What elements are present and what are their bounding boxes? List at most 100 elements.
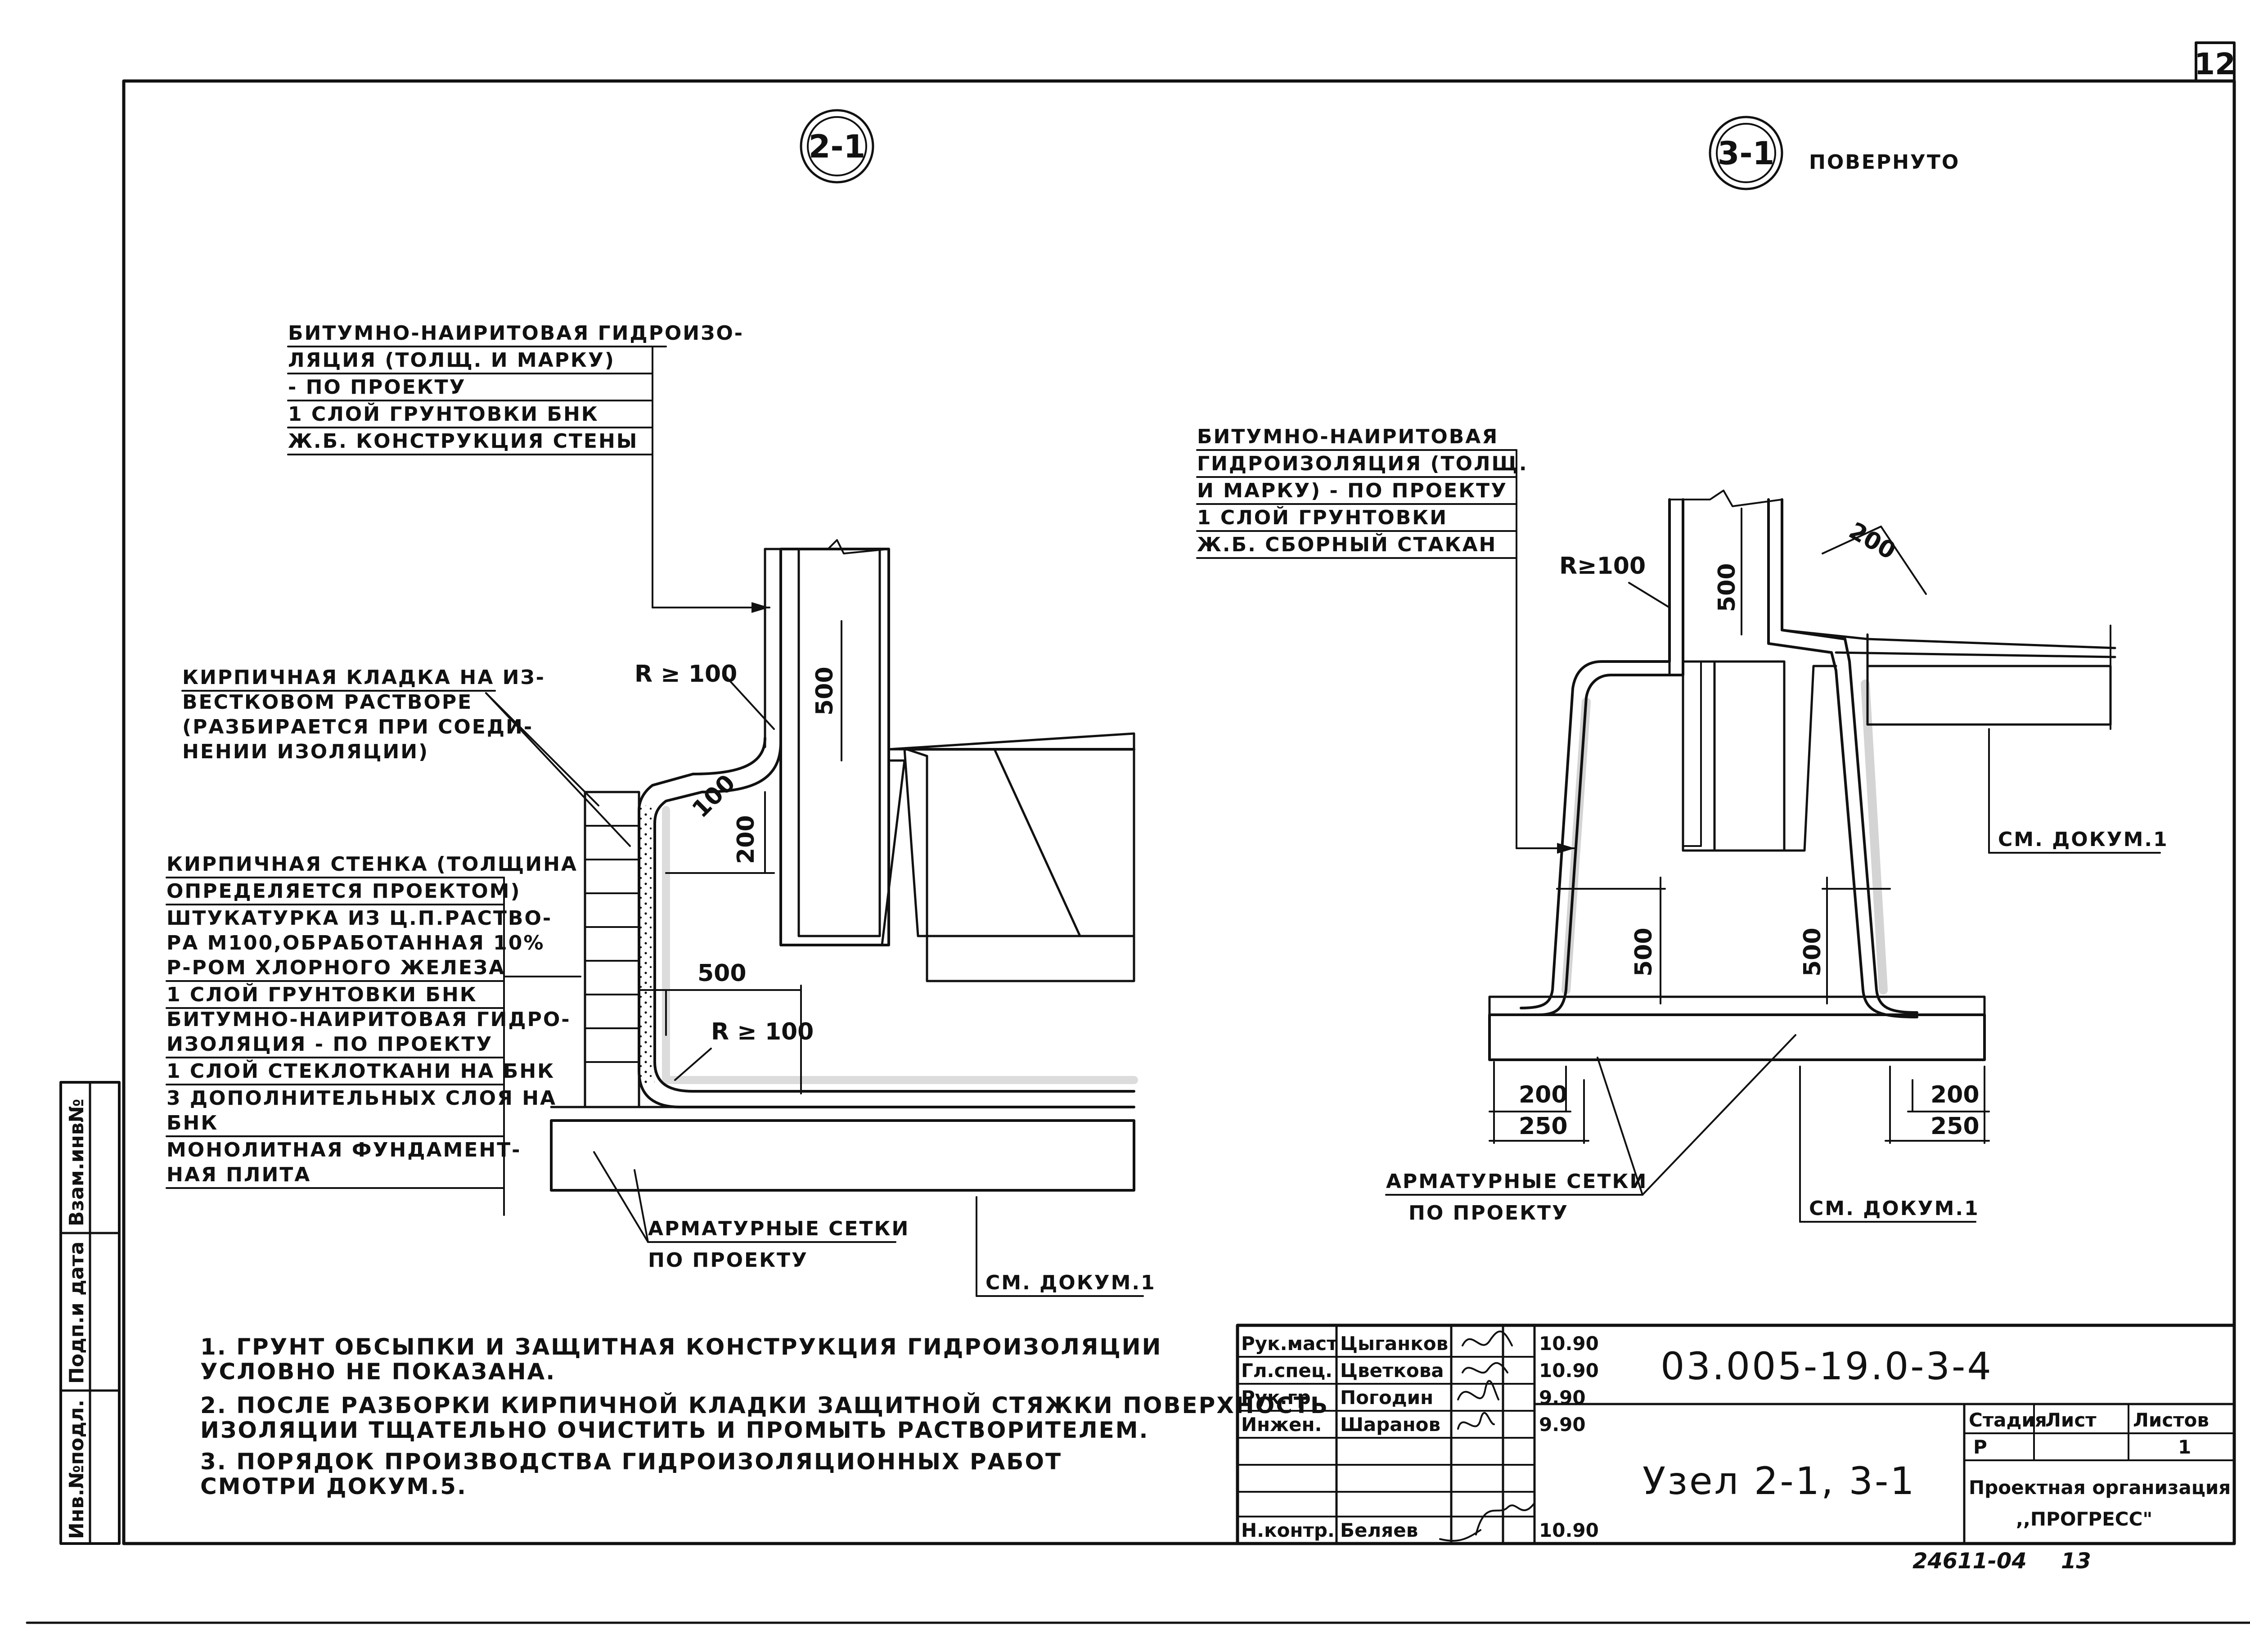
callout-brick-2-1: КИРПИЧНАЯ КЛАДКА НА ИЗ- ВЕСТКОВОМ РАСТВО… [181,666,631,847]
stage-value-stage: Р [1973,1436,1987,1458]
svg-text:Цыганков: Цыганков [1340,1332,1448,1355]
svg-text:R≥100: R≥100 [1559,553,1646,580]
floor-slab-3-1 [1781,625,2116,730]
stage-header-stage: Стадия [1969,1409,2047,1431]
callout-mesh-2-1: АРМАТУРНЫЕ СЕТКИ ПО ПРОЕКТУ [593,1151,909,1272]
signature-row-3: Инжен. Шаранов 9.90 [1241,1413,1586,1436]
svg-text:МОНОЛИТНАЯ ФУНДАМЕНТ-: МОНОЛИТНАЯ ФУНДАМЕНТ- [166,1139,521,1161]
svg-text:ИЗОЛЯЦИИ ТЩАТЕЛЬНО ОЧИСТИТЬ И: ИЗОЛЯЦИИ ТЩАТЕЛЬНО ОЧИСТИТЬ И ПРОМЫТЬ РА… [200,1417,1149,1443]
svg-text:200: 200 [1519,1081,1568,1108]
svg-text:250: 250 [1519,1113,1568,1140]
svg-text:И МАРКУ) - ПО ПРОЕКТУ: И МАРКУ) - ПО ПРОЕКТУ [1197,479,1508,502]
svg-text:3. ПОРЯДОК ПРОИЗВОДСТВА ГИДРОИ: 3. ПОРЯДОК ПРОИЗВОДСТВА ГИДРОИЗОЛЯЦИОННЫ… [200,1449,1062,1475]
stamp-inv-no: Инв.№подл. [65,1400,88,1539]
svg-text:1 СЛОЙ ГРУНТОВКИ БНК: 1 СЛОЙ ГРУНТОВКИ БНК [166,982,477,1006]
signature-row-4: Н.контр. Беляев 10.90 [1241,1519,1599,1541]
svg-text:500: 500 [698,960,747,987]
svg-text:БИТУМНО-НАИРИТОВАЯ ГИДРОИЗО-: БИТУМНО-НАИРИТОВАЯ ГИДРОИЗО- [288,322,744,345]
svg-text:250: 250 [1930,1113,1980,1140]
svg-text:200: 200 [1930,1081,1980,1108]
callout-doc-2-1: СМ. ДОКУМ.1 [976,1196,1156,1297]
side-stamp: Инв.№подл. Подп.и дата Взам.инв№ [59,1081,121,1545]
svg-text:СМ. ДОКУМ.1: СМ. ДОКУМ.1 [986,1271,1156,1294]
archive-page: 13 [2061,1548,2091,1574]
svg-text:R ≥ 100: R ≥ 100 [711,1018,814,1045]
foundation-3-1 [1488,995,1986,1061]
org-name: ,,ПРОГРЕСС" [2016,1508,2152,1530]
sheet-number: 12 [2194,47,2236,81]
svg-text:10.90: 10.90 [1539,1332,1599,1355]
svg-text:Шаранов: Шаранов [1340,1413,1440,1436]
svg-text:ЛЯЦИЯ (ТОЛЩ. И МАРКУ): ЛЯЦИЯ (ТОЛЩ. И МАРКУ) [288,349,615,372]
svg-text:КИРПИЧНАЯ СТЕНКА (ТОЛЩИНА: КИРПИЧНАЯ СТЕНКА (ТОЛЩИНА [166,853,578,876]
svg-text:1. ГРУНТ ОБСЫПКИ И ЗАЩИТНАЯ КО: 1. ГРУНТ ОБСЫПКИ И ЗАЩИТНАЯ КОНСТРУКЦИЯ … [200,1334,1162,1360]
stamp-replace-inv: Взам.инв№ [65,1099,88,1227]
handwritten-signatures [1439,1330,1535,1542]
stamp-sign-date: Подп.и дата [65,1242,88,1384]
callout-layers-2-1: КИРПИЧНАЯ СТЕНКА (ТОЛЩИНА ОПРЕДЕЛЯЕТСЯ П… [166,853,581,1216]
svg-text:Цветкова: Цветкова [1340,1359,1444,1382]
signature-row-0: Рук.маст Цыганков 10.90 [1241,1332,1599,1355]
socket-3-1 [1520,490,1918,1018]
svg-text:10.90: 10.90 [1539,1519,1599,1541]
svg-text:ПО ПРОЕКТУ: ПО ПРОЕКТУ [648,1249,808,1272]
svg-text:Р-РОМ ХЛОРНОГО ЖЕЛЕЗА: Р-РОМ ХЛОРНОГО ЖЕЛЕЗА [166,956,505,979]
archive-number: 24611-04 [1912,1548,2027,1574]
svg-text:БИТУМНО-НАИРИТОВАЯ ГИДРО-: БИТУМНО-НАИРИТОВАЯ ГИДРО- [166,1008,571,1031]
org-label: Проектная организация [1969,1476,2231,1499]
svg-text:НАЯ ПЛИТА: НАЯ ПЛИТА [166,1163,311,1186]
callout-mesh-3-1: АРМАТУРНЫЕ СЕТКИ ПО ПРОЕКТУ [1385,1034,1796,1224]
svg-text:БНК: БНК [166,1112,218,1134]
section-2-1: 2-1 БИТУМНО-НАИРИТОВАЯ ГИДРОИЗО- ЛЯЦИЯ (… [166,109,1156,1297]
svg-text:Ж.Б. СБОРНЫЙ СТАКАН: Ж.Б. СБОРНЫЙ СТАКАН [1197,532,1497,556]
svg-text:1 СЛОЙ ГРУНТОВКИ БНК: 1 СЛОЙ ГРУНТОВКИ БНК [288,402,599,426]
drawing-title: Узел 2-1, 3-1 [1642,1459,1916,1503]
svg-text:500: 500 [811,666,838,716]
svg-text:500: 500 [1630,927,1657,977]
svg-text:АРМАТУРНЫЕ СЕТКИ: АРМАТУРНЫЕ СЕТКИ [648,1217,909,1240]
rotated-label: ПОВЕРНУТО [1809,151,1960,174]
svg-text:200: 200 [733,815,760,864]
svg-text:ИЗОЛЯЦИЯ - ПО ПРОЕКТУ: ИЗОЛЯЦИЯ - ПО ПРОЕКТУ [166,1033,493,1056]
svg-text:БИТУМНО-НАИРИТОВАЯ: БИТУМНО-НАИРИТОВАЯ [1197,425,1498,448]
svg-text:АРМАТУРНЫЕ СЕТКИ: АРМАТУРНЫЕ СЕТКИ [1386,1170,1647,1193]
svg-text:3 ДОПОЛНИТЕЛЬНЫХ СЛОЯ НА: 3 ДОПОЛНИТЕЛЬНЫХ СЛОЯ НА [166,1087,557,1110]
ground-slab-2-1 [881,732,1135,982]
svg-text:Беляев: Беляев [1340,1519,1418,1541]
svg-text:1 СЛОЙ ГРУНТОВКИ: 1 СЛОЙ ГРУНТОВКИ [1197,505,1448,529]
stage-header-sheets: Листов [2133,1409,2209,1431]
dims-3-1: R≥100 500 200 500 500 200 250 200 [1489,508,1990,1144]
svg-text:ОПРЕДЕЛЯЕТСЯ ПРОЕКТОМ): ОПРЕДЕЛЯЕТСЯ ПРОЕКТОМ) [166,880,521,903]
insulation-2-1 [638,737,1138,1108]
svg-text:ВЕСТКОВОМ РАСТВОРЕ: ВЕСТКОВОМ РАСТВОРЕ [182,691,472,714]
svg-text:НЕНИИ ИЗОЛЯЦИИ): НЕНИИ ИЗОЛЯЦИИ) [182,740,429,763]
svg-text:СМ. ДОКУМ.1: СМ. ДОКУМ.1 [1998,828,2169,851]
section-marker-2-1: 2-1 [800,109,874,184]
notes: 1. ГРУНТ ОБСЫПКИ И ЗАЩИТНАЯ КОНСТРУКЦИЯ … [200,1334,1328,1499]
svg-text:10.90: 10.90 [1539,1359,1599,1382]
callout-doc-bottom-3-1: СМ. ДОКУМ.1 [1799,1066,1978,1223]
svg-text:R ≥ 100: R ≥ 100 [634,661,737,688]
svg-text:1 СЛОЙ СТЕКЛОТКАНИ НА БНК: 1 СЛОЙ СТЕКЛОТКАНИ НА БНК [166,1059,555,1083]
svg-text:Инжен.: Инжен. [1241,1413,1322,1436]
svg-text:УСЛОВНО НЕ ПОКАЗАНА.: УСЛОВНО НЕ ПОКАЗАНА. [200,1359,556,1385]
wall-2-1 [764,539,890,946]
svg-text:2-1: 2-1 [809,128,865,165]
svg-text:200: 200 [1845,517,1900,565]
svg-text:Рук.маст: Рук.маст [1241,1332,1338,1355]
svg-text:СМОТРИ ДОКУМ.5.: СМОТРИ ДОКУМ.5. [200,1473,467,1499]
svg-text:9.90: 9.90 [1539,1413,1586,1436]
svg-text:100: 100 [687,770,741,823]
svg-text:- ПО ПРОЕКТУ: - ПО ПРОЕКТУ [288,376,466,399]
svg-text:ПО ПРОЕКТУ: ПО ПРОЕКТУ [1408,1202,1569,1224]
drawing-code: 03.005-19.0-3-4 [1660,1344,1993,1388]
svg-text:Н.контр.: Н.контр. [1241,1519,1335,1541]
stage-header-sheet: Лист [2045,1409,2097,1431]
svg-text:500: 500 [1714,563,1741,612]
svg-text:ШТУКАТУРКА ИЗ Ц.П.РАСТВО-: ШТУКАТУРКА ИЗ Ц.П.РАСТВО- [166,907,552,930]
svg-text:РА М100,ОБРАБОТАННАЯ 10%: РА М100,ОБРАБОТАННАЯ 10% [166,932,544,954]
section-marker-3-1: 3-1 [1709,116,1783,190]
foundation-slab-2-1 [550,1106,1135,1192]
svg-text:500: 500 [1799,927,1826,977]
